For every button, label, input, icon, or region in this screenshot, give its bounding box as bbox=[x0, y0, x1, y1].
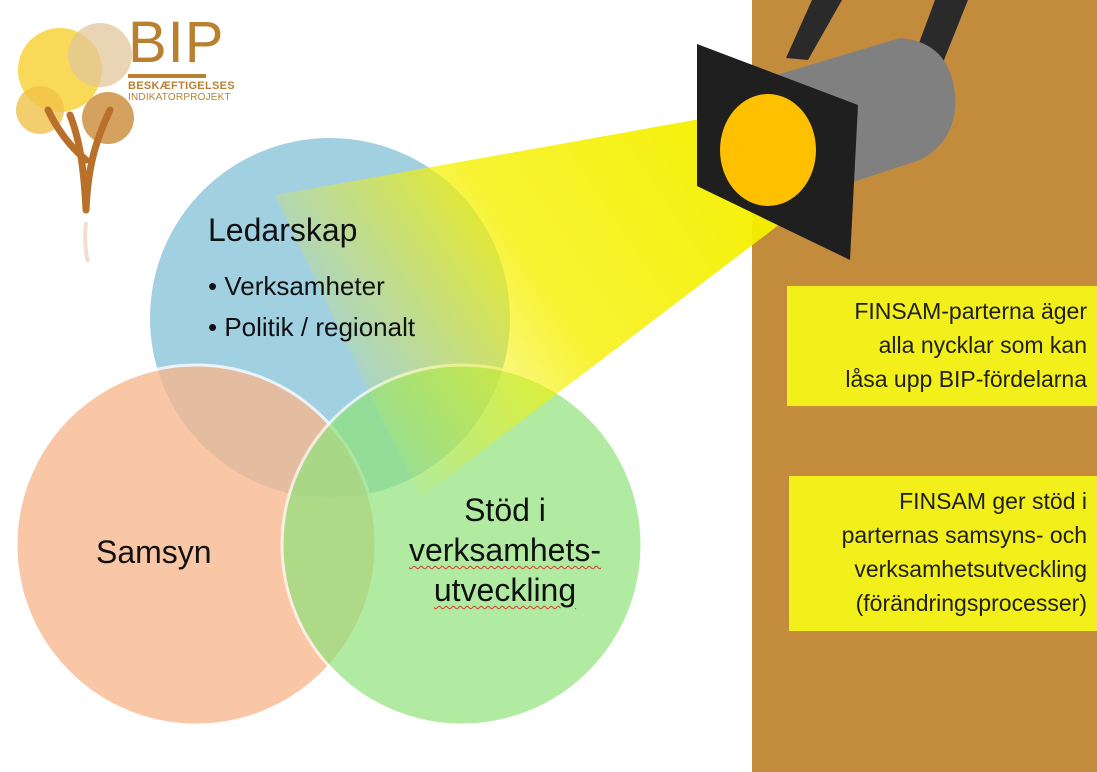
support-title-line-3: utveckling bbox=[433, 572, 577, 608]
note-support-line-1: FINSAM ger stöd i bbox=[899, 488, 1087, 514]
leadership-bullet-2: • Politik / regionalt bbox=[208, 312, 416, 342]
note-keys-line-3: låsa upp BIP-fördelarna bbox=[845, 366, 1087, 392]
leadership-bullet-1: • Verksamheter bbox=[208, 271, 385, 301]
tree-logo-icon bbox=[16, 23, 134, 263]
leadership-title: Ledarskap bbox=[208, 212, 358, 248]
support-title-line-2: verksamhets- bbox=[408, 532, 602, 568]
logo-subtitle-line1: BESKÆFTIGELSES bbox=[128, 80, 235, 92]
consensus-title: Samsyn bbox=[96, 534, 212, 570]
logo-subtitle-line2: INDIKATORPROJEKT bbox=[128, 92, 231, 103]
logo-divider bbox=[128, 74, 206, 78]
leadership-bullets: • Verksamheter • Politik / regionalt bbox=[208, 266, 415, 348]
support-title-line-1: Stöd i bbox=[464, 492, 546, 528]
logo: BIP BESKÆFTIGELSES INDIKATORPROJEKT bbox=[128, 14, 235, 104]
spotlight-icon bbox=[697, 0, 968, 260]
support-title: Stöd i verksamhets- utveckling bbox=[390, 490, 620, 610]
note-support-line-2: parternas samsyns- och bbox=[841, 522, 1087, 548]
note-keys: FINSAM-parterna äger alla nycklar som ka… bbox=[787, 286, 1097, 406]
note-keys-line-1: FINSAM-parterna äger bbox=[854, 298, 1087, 324]
spotlight-beam bbox=[275, 114, 780, 498]
note-support-line-4: (förändringsprocesser) bbox=[855, 590, 1087, 616]
logo-title: BIP bbox=[128, 10, 225, 75]
note-keys-line-2: alla nycklar som kan bbox=[878, 332, 1087, 358]
note-support-line-3: verksamhetsutveckling bbox=[854, 556, 1087, 582]
note-support: FINSAM ger stöd i parternas samsyns- och… bbox=[789, 476, 1097, 631]
